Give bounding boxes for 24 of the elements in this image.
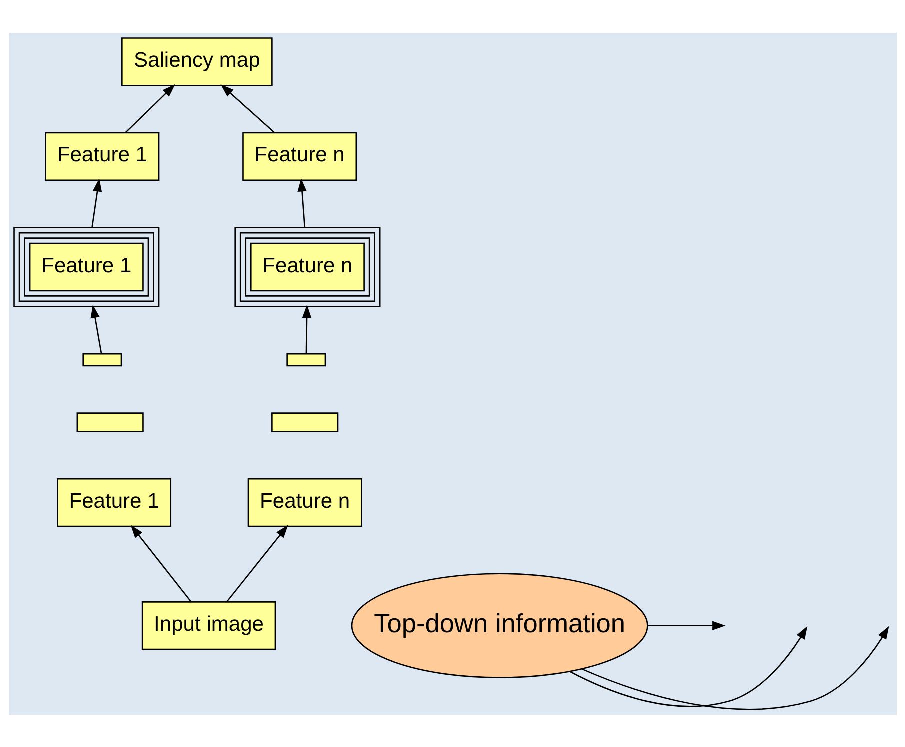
arrow (297, 178, 306, 228)
node-box: Feature 1 (13, 226, 160, 307)
node-ellipse: Top-down information (350, 572, 648, 678)
arrow (302, 304, 312, 354)
node-box (286, 352, 326, 366)
node-box (82, 352, 122, 366)
node-box: Input image (141, 601, 276, 650)
arrow (569, 626, 808, 707)
node-box (271, 412, 338, 432)
arrow (124, 84, 175, 133)
node-box: Feature 1 (44, 132, 160, 181)
arrow (647, 620, 726, 630)
node-box: Feature n (247, 478, 362, 527)
arrow (581, 626, 889, 710)
arrow (226, 524, 288, 602)
arrow (90, 304, 102, 354)
arrow (130, 524, 192, 602)
node-box: Feature n (234, 226, 380, 307)
node-box: Feature 1 (56, 478, 172, 527)
node-box (76, 412, 144, 432)
node-box: Saliency map (121, 37, 272, 86)
arrow (91, 178, 102, 228)
arrow (220, 84, 274, 133)
node-box: Feature n (242, 132, 357, 181)
